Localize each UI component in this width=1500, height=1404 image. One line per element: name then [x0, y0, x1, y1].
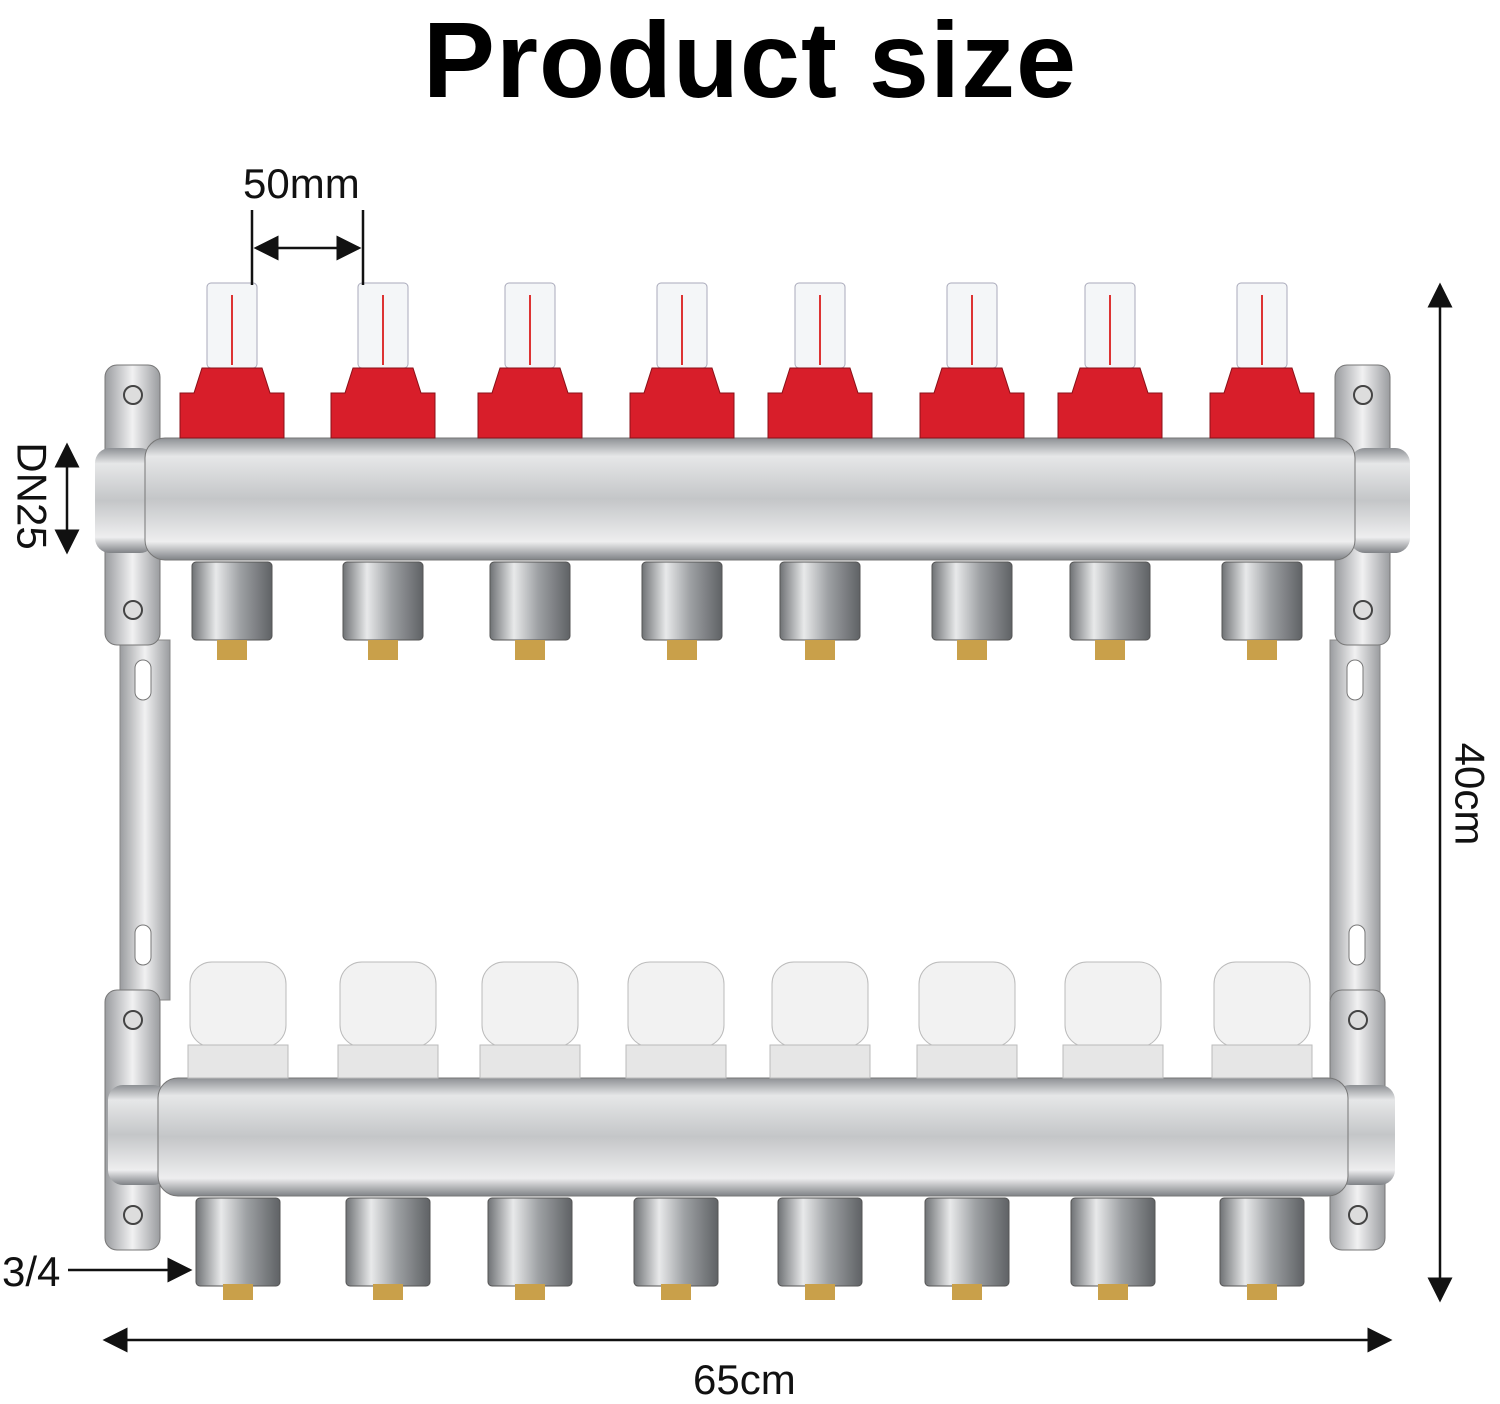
brass-thread — [661, 1284, 691, 1300]
dimension-lines — [54, 210, 1453, 1353]
flowmeter-red-cap — [919, 367, 1025, 439]
valve-cap-base — [625, 1044, 727, 1079]
bottom-bar-end-left — [108, 1085, 168, 1185]
valve-cap-base — [1062, 1044, 1164, 1079]
flowmeter-red-cap — [477, 367, 583, 439]
brass-thread — [217, 640, 247, 660]
valve-white-cap — [627, 961, 725, 1048]
screw-icon — [1348, 1010, 1368, 1030]
brass-thread — [1247, 1284, 1277, 1300]
mounting-slot — [134, 659, 152, 701]
outlet-nut — [345, 1197, 431, 1287]
valve-white-cap — [339, 961, 437, 1048]
outlet-nut — [342, 561, 424, 641]
brass-thread — [805, 640, 835, 660]
flowmeter-red-cap — [629, 367, 735, 439]
valve-cap-base — [769, 1044, 871, 1079]
brass-thread — [1095, 640, 1125, 660]
screw-icon — [1353, 385, 1373, 405]
outlet-nut — [1069, 561, 1151, 641]
brass-thread — [667, 640, 697, 660]
top-bar-end-right — [1350, 448, 1410, 553]
valve-cap-base — [337, 1044, 439, 1079]
outlet-nut — [924, 1197, 1010, 1287]
flowmeter-red-cap — [330, 367, 436, 439]
outlet-nut — [195, 1197, 281, 1287]
outlet-nut — [487, 1197, 573, 1287]
outlet-nut — [1219, 1197, 1305, 1287]
brass-thread — [223, 1284, 253, 1300]
brass-thread — [368, 640, 398, 660]
outlet-spacing-label: 50mm — [243, 160, 360, 207]
mounting-slot — [1346, 659, 1364, 701]
outlet-nut — [779, 561, 861, 641]
valve-cap-base — [187, 1044, 289, 1079]
mounting-slot — [134, 924, 152, 966]
screw-icon — [1348, 1205, 1368, 1225]
brass-thread — [952, 1284, 982, 1300]
width-label: 65cm — [693, 1356, 796, 1403]
thread-size-label: 3/4 — [2, 1248, 61, 1295]
pipe-diameter-label: DN25 — [8, 442, 56, 550]
flowmeter-red-cap — [1209, 367, 1315, 439]
outlet-nut — [191, 561, 273, 641]
valve-white-cap — [1213, 961, 1311, 1048]
top-supply-bar — [144, 437, 1356, 561]
outlet-nut — [633, 1197, 719, 1287]
outlet-nut — [1221, 561, 1303, 641]
flowmeter-red-cap — [179, 367, 285, 439]
flowmeter-red-cap — [1057, 367, 1163, 439]
valve-white-cap — [771, 961, 869, 1048]
outlet-nut — [489, 561, 571, 641]
valve-cap-base — [479, 1044, 581, 1079]
screw-icon — [123, 1010, 143, 1030]
brass-thread — [1247, 640, 1277, 660]
top-bar-end-left — [95, 448, 155, 553]
screw-icon — [123, 385, 143, 405]
flowmeter-red-cap — [767, 367, 873, 439]
page-title: Product size — [422, 0, 1078, 120]
height-label: 40cm — [1446, 742, 1494, 846]
screw-icon — [123, 1205, 143, 1225]
brass-thread — [515, 1284, 545, 1300]
valve-cap-base — [1211, 1044, 1313, 1079]
brass-thread — [805, 1284, 835, 1300]
outlet-nut — [777, 1197, 863, 1287]
valve-cap-base — [916, 1044, 1018, 1079]
valve-white-cap — [481, 961, 579, 1048]
mounting-slot — [1348, 924, 1366, 966]
valve-white-cap — [1064, 961, 1162, 1048]
valve-white-cap — [918, 961, 1016, 1048]
brass-thread — [957, 640, 987, 660]
brass-thread — [373, 1284, 403, 1300]
valve-white-cap — [189, 961, 287, 1048]
screw-icon — [123, 600, 143, 620]
outlet-nut — [1070, 1197, 1156, 1287]
outlet-nut — [931, 561, 1013, 641]
bottom-return-bar — [157, 1077, 1349, 1197]
screw-icon — [1353, 600, 1373, 620]
outlet-nut — [641, 561, 723, 641]
brass-thread — [515, 640, 545, 660]
bottom-bar-end-right — [1335, 1085, 1395, 1185]
brass-thread — [1098, 1284, 1128, 1300]
